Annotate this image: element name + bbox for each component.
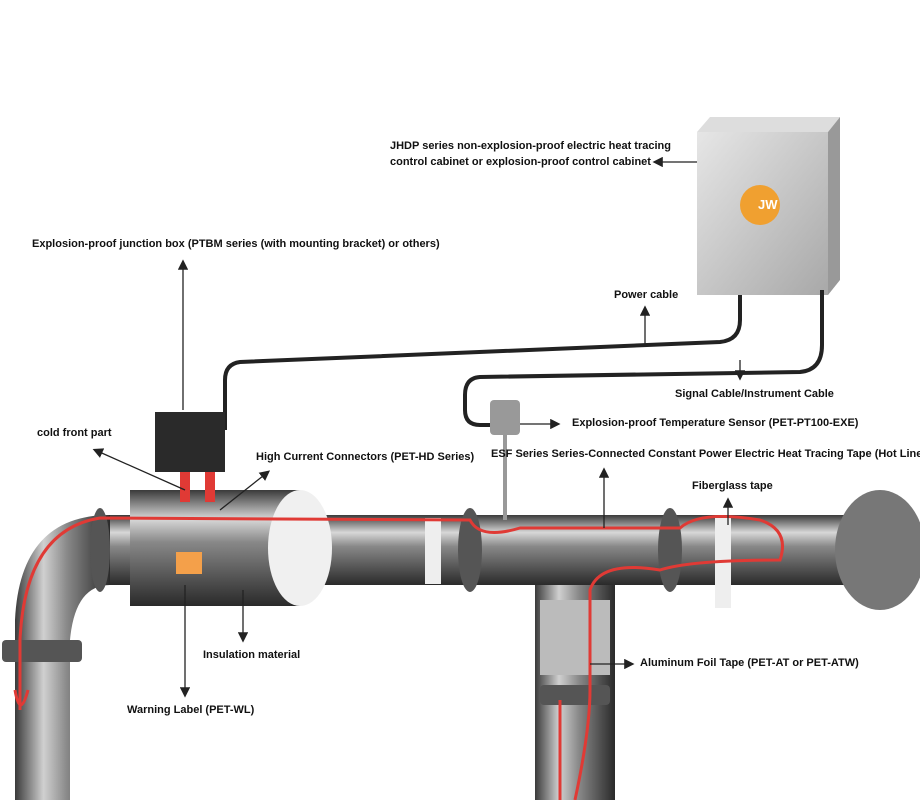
warning-label-text: Warning Label (PET-WL) [127, 704, 255, 716]
control-cabinet [697, 117, 840, 295]
signal-cable [463, 290, 824, 427]
cabinet-logo: JW [758, 197, 778, 212]
insulation-material [130, 490, 332, 606]
fiberglass-band [425, 518, 441, 584]
cold-front-label: cold front part [37, 427, 112, 439]
cabinet-label-line2: control cabinet or explosion-proof contr… [390, 156, 651, 168]
power-cable [223, 295, 742, 430]
pipe-end-cap [835, 490, 920, 610]
junction-box-label: Explosion-proof junction box (PTBM serie… [32, 238, 440, 250]
esf-tape-label: ESF Series Series-Connected Constant Pow… [491, 448, 920, 460]
fiberglass-band [715, 518, 731, 608]
aluminum-foil-label: Aluminum Foil Tape (PET-AT or PET-ATW) [640, 657, 859, 669]
power-cable-label: Power cable [614, 289, 679, 301]
insulation-label: Insulation material [203, 649, 301, 661]
temp-sensor-label: Explosion-proof Temperature Sensor (PET-… [572, 417, 859, 429]
temperature-sensor [490, 400, 520, 520]
heat-tracing-tape [13, 514, 784, 800]
aluminum-foil [540, 600, 610, 675]
warning-label [176, 552, 202, 574]
cabinet-label-line1: JHDP series non-explosion-proof electric… [390, 140, 671, 152]
fiberglass-label: Fiberglass tape [692, 480, 773, 492]
callout-arrows [92, 156, 746, 698]
logo-icon [740, 185, 780, 225]
junction-box [155, 412, 225, 502]
signal-cable-label: Signal Cable/Instrument Cable [675, 388, 834, 400]
connectors-label: High Current Connectors (PET-HD Series) [256, 451, 475, 463]
